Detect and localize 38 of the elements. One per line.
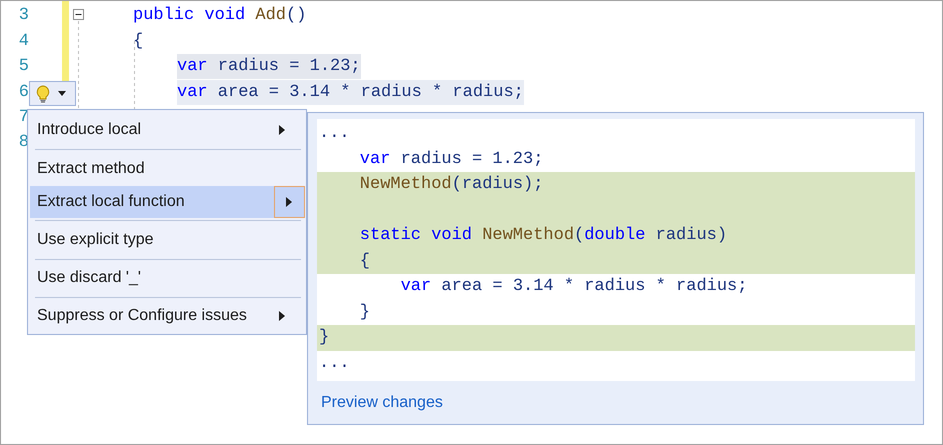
preview-changes-link: Preview changes xyxy=(321,393,443,413)
code-token: var xyxy=(400,276,432,298)
code-token: (radius); xyxy=(452,174,544,196)
code-token: { xyxy=(360,250,370,272)
code-token: radius = 1.23; xyxy=(400,148,544,170)
menu-item: Suppress or Configure issues xyxy=(36,306,248,326)
menu-item: Use discard '_' xyxy=(36,268,142,288)
code-token: radius) xyxy=(656,225,728,247)
code-token: } xyxy=(360,302,370,324)
code-token: NewMethod xyxy=(482,225,574,247)
code-token: void xyxy=(204,5,246,27)
code-token: var xyxy=(360,148,390,170)
line-number: 4 xyxy=(18,31,29,53)
code-token: radius = 1.23; xyxy=(218,56,361,78)
line-number: 3 xyxy=(18,5,29,27)
menu-item: Extract method xyxy=(36,159,146,179)
menu-item: Use explicit type xyxy=(36,230,154,250)
code-token: var xyxy=(177,82,208,104)
line-number: 5 xyxy=(18,56,29,78)
code-token: public xyxy=(133,5,194,27)
code-token: static xyxy=(360,225,422,247)
code-token: ... xyxy=(319,123,350,145)
code-token: Add xyxy=(255,5,286,27)
code-token: () xyxy=(286,5,306,27)
menu-item: Extract local function xyxy=(30,186,274,218)
code-token: area = 3.14 * radius * radius; xyxy=(218,82,524,104)
code-token: } xyxy=(319,327,330,349)
line-number: 6 xyxy=(18,82,29,104)
code-token: ... xyxy=(319,352,350,374)
code-token: ( xyxy=(574,225,584,247)
line-number: 7 xyxy=(18,107,29,129)
code-token: NewMethod xyxy=(360,174,452,196)
code-token: { xyxy=(133,31,144,53)
menu-item: Introduce local xyxy=(36,120,142,140)
code-token: void xyxy=(431,225,472,247)
code-token: var xyxy=(177,56,208,78)
code-token: area = 3.14 * radius * radius; xyxy=(441,276,748,298)
code-token: double xyxy=(584,225,646,247)
